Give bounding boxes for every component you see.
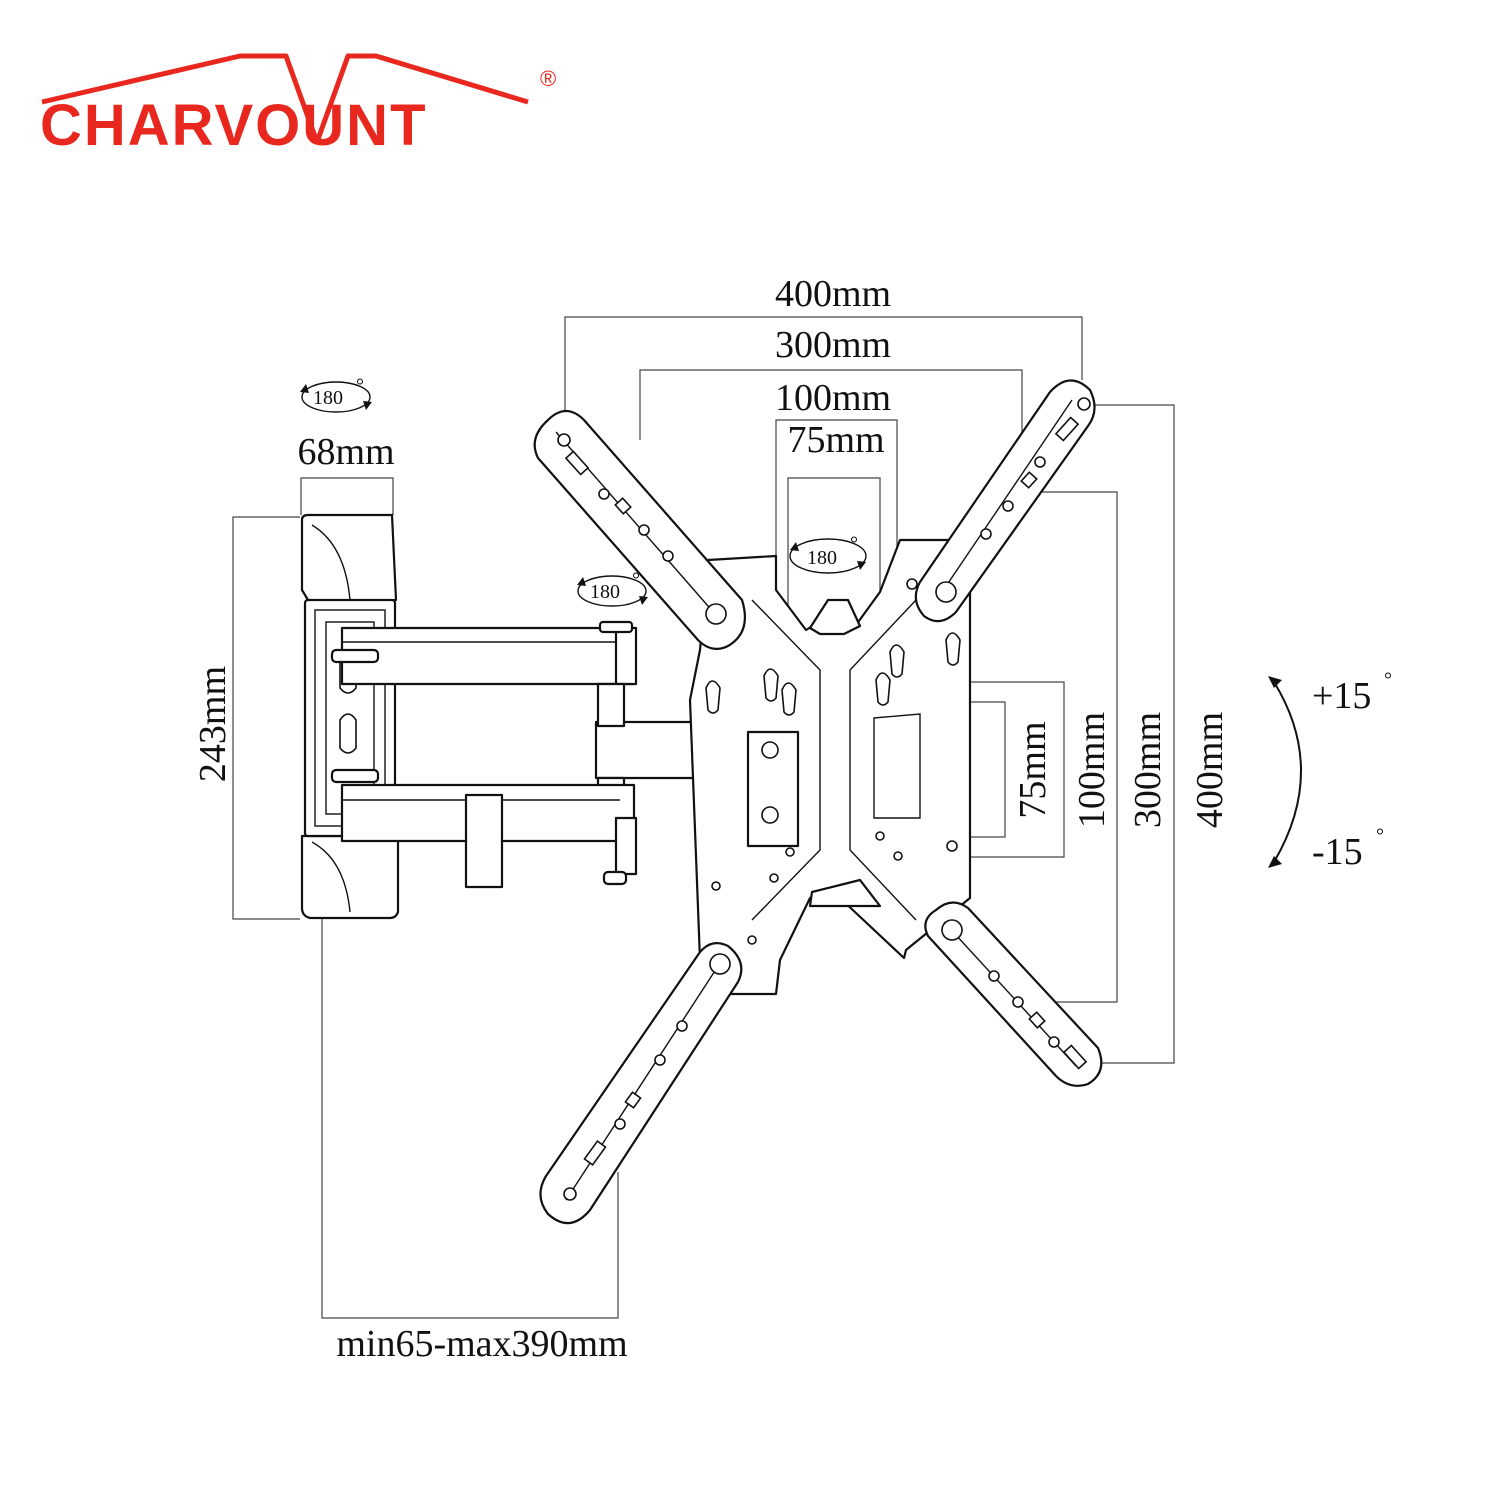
rotate-arrow-icon [363, 401, 372, 410]
bracket-arm-bottom-right [924, 901, 1103, 1087]
dim-line-wall-height [232, 516, 300, 920]
dim-label-400-top: 400mm [775, 273, 891, 315]
rotate-arrow-icon [300, 384, 309, 393]
dim-label-75-right: 75mm [1012, 721, 1054, 818]
keyhole-slot [763, 668, 779, 702]
rotate-badge-arm-left: 180 ° [577, 569, 648, 607]
dim-label-wall-width: 68mm [297, 431, 394, 473]
logo-roof-icon [41, 53, 529, 145]
tilt-arc [1273, 681, 1302, 863]
dim-line-400-right [1090, 404, 1175, 1064]
svg-text:180: 180 [590, 581, 620, 603]
dim-label-300-top: 300mm [775, 324, 891, 366]
dim-label-wall-height: 243mm [192, 666, 234, 782]
dim-label-300-right: 300mm [1127, 712, 1169, 828]
rotate-badge-arm-top: 180 ° [300, 375, 372, 413]
dim-line-300-top [639, 369, 1023, 455]
svg-text:°: ° [1376, 825, 1384, 847]
svg-text:°: ° [356, 375, 364, 397]
dim-line-extension [321, 918, 619, 1319]
dim-line-100-right [895, 681, 1065, 858]
tilt-indicator: +15 ° -15 ° [1268, 669, 1392, 873]
keyhole-slot [945, 632, 961, 666]
keyhole-slot [705, 680, 721, 714]
keyhole-slot [889, 644, 905, 678]
wall-plate [300, 513, 400, 920]
bracket-arm-top-left [533, 409, 746, 651]
svg-text:°: ° [632, 569, 640, 591]
svg-text:°: ° [850, 533, 858, 555]
swing-arm [330, 620, 728, 889]
dim-label-extension: min65-max390mm [336, 1323, 627, 1365]
tilt-arrow-up-icon [1268, 676, 1282, 688]
cable-clip [464, 793, 504, 889]
brand-logo: CHARVOUNT ® [40, 53, 556, 158]
pivot-cap [598, 620, 634, 634]
dim-label-100-right: 100mm [1071, 712, 1113, 828]
rotate-arrow-icon [790, 542, 799, 551]
rotate-arrow-icon [857, 561, 866, 570]
svg-text:180: 180 [313, 387, 343, 409]
tilt-bolt [761, 806, 779, 824]
dim-line-75-top [787, 477, 881, 700]
registered-mark: ® [540, 66, 556, 91]
brand-name: CHARVOUNT [40, 93, 428, 158]
tilt-down-label: -15 [1312, 831, 1363, 873]
tilt-up-label: +15 [1312, 675, 1371, 717]
dim-line-300-right [1030, 491, 1118, 1003]
rotate-badge-plate-center: 180 ° [789, 533, 867, 574]
svg-text:180: 180 [807, 547, 837, 569]
dim-label-75-top: 75mm [787, 419, 884, 461]
bracket-arm-bottom-left [539, 941, 743, 1225]
rotate-arrow-icon [577, 577, 586, 586]
wall-plate-slot [339, 713, 357, 754]
dim-line-400-top [564, 316, 1083, 420]
dim-label-400-right: 400mm [1189, 712, 1231, 828]
keyhole-slot [875, 672, 891, 706]
svg-text:°: ° [1384, 669, 1392, 691]
bracket-arm-top-right [914, 379, 1096, 623]
dim-line-wall-width [300, 477, 394, 515]
pivot-bolt [602, 870, 628, 886]
upper-arm [340, 626, 636, 686]
tilt-bolt [761, 741, 779, 759]
keyhole-slot [781, 682, 797, 716]
rotate-arrow-icon [639, 596, 648, 605]
dim-label-100-top: 100mm [775, 377, 891, 419]
tilt-arrow-down-icon [1268, 856, 1282, 868]
plate-hook [808, 598, 862, 636]
